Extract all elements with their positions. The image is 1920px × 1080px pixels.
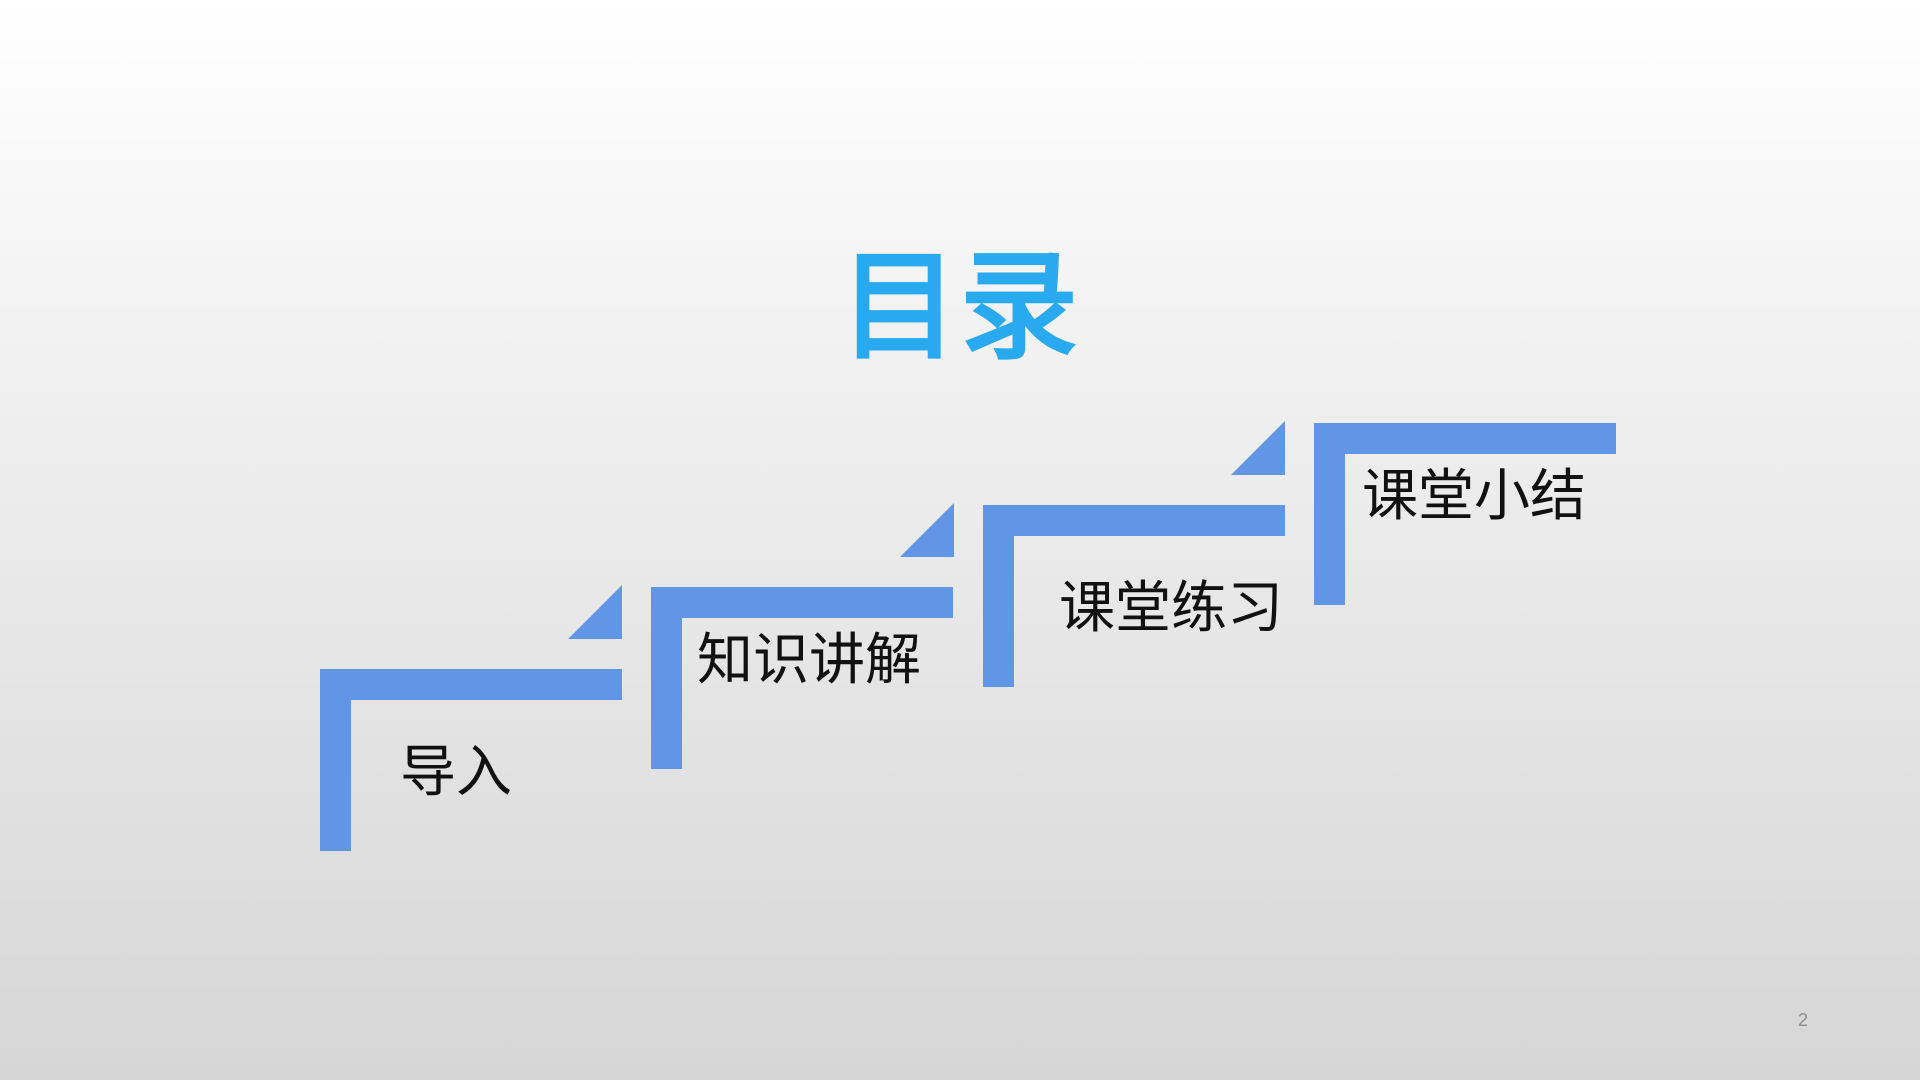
step-1-left-bar: [320, 669, 351, 851]
step-4-label: 课堂小结: [1362, 464, 1586, 529]
step-3-label: 课堂练习: [1059, 576, 1283, 641]
step-1: 导入: [320, 669, 622, 851]
step-1-corner-triangle: [568, 585, 622, 639]
step-4-left-bar: [1314, 423, 1345, 605]
step-2-left-bar: [651, 587, 682, 769]
step-1-top-bar: [320, 669, 622, 700]
page-number: 2: [1797, 1010, 1808, 1030]
step-4-top-bar: [1314, 423, 1616, 454]
step-2-label: 知识讲解: [697, 628, 921, 693]
step-2-corner-triangle: [900, 503, 954, 557]
slide-title: 目录: [839, 238, 1080, 376]
step-2: 知识讲解: [651, 587, 953, 769]
step-3-corner-triangle: [1231, 421, 1285, 475]
step-4: 课堂小结: [1314, 423, 1616, 605]
step-3: 课堂练习: [983, 505, 1285, 687]
step-3-left-bar: [983, 505, 1014, 687]
step-1-label: 导入: [400, 740, 512, 805]
step-3-top-bar: [983, 505, 1285, 536]
step-2-top-bar: [651, 587, 953, 618]
